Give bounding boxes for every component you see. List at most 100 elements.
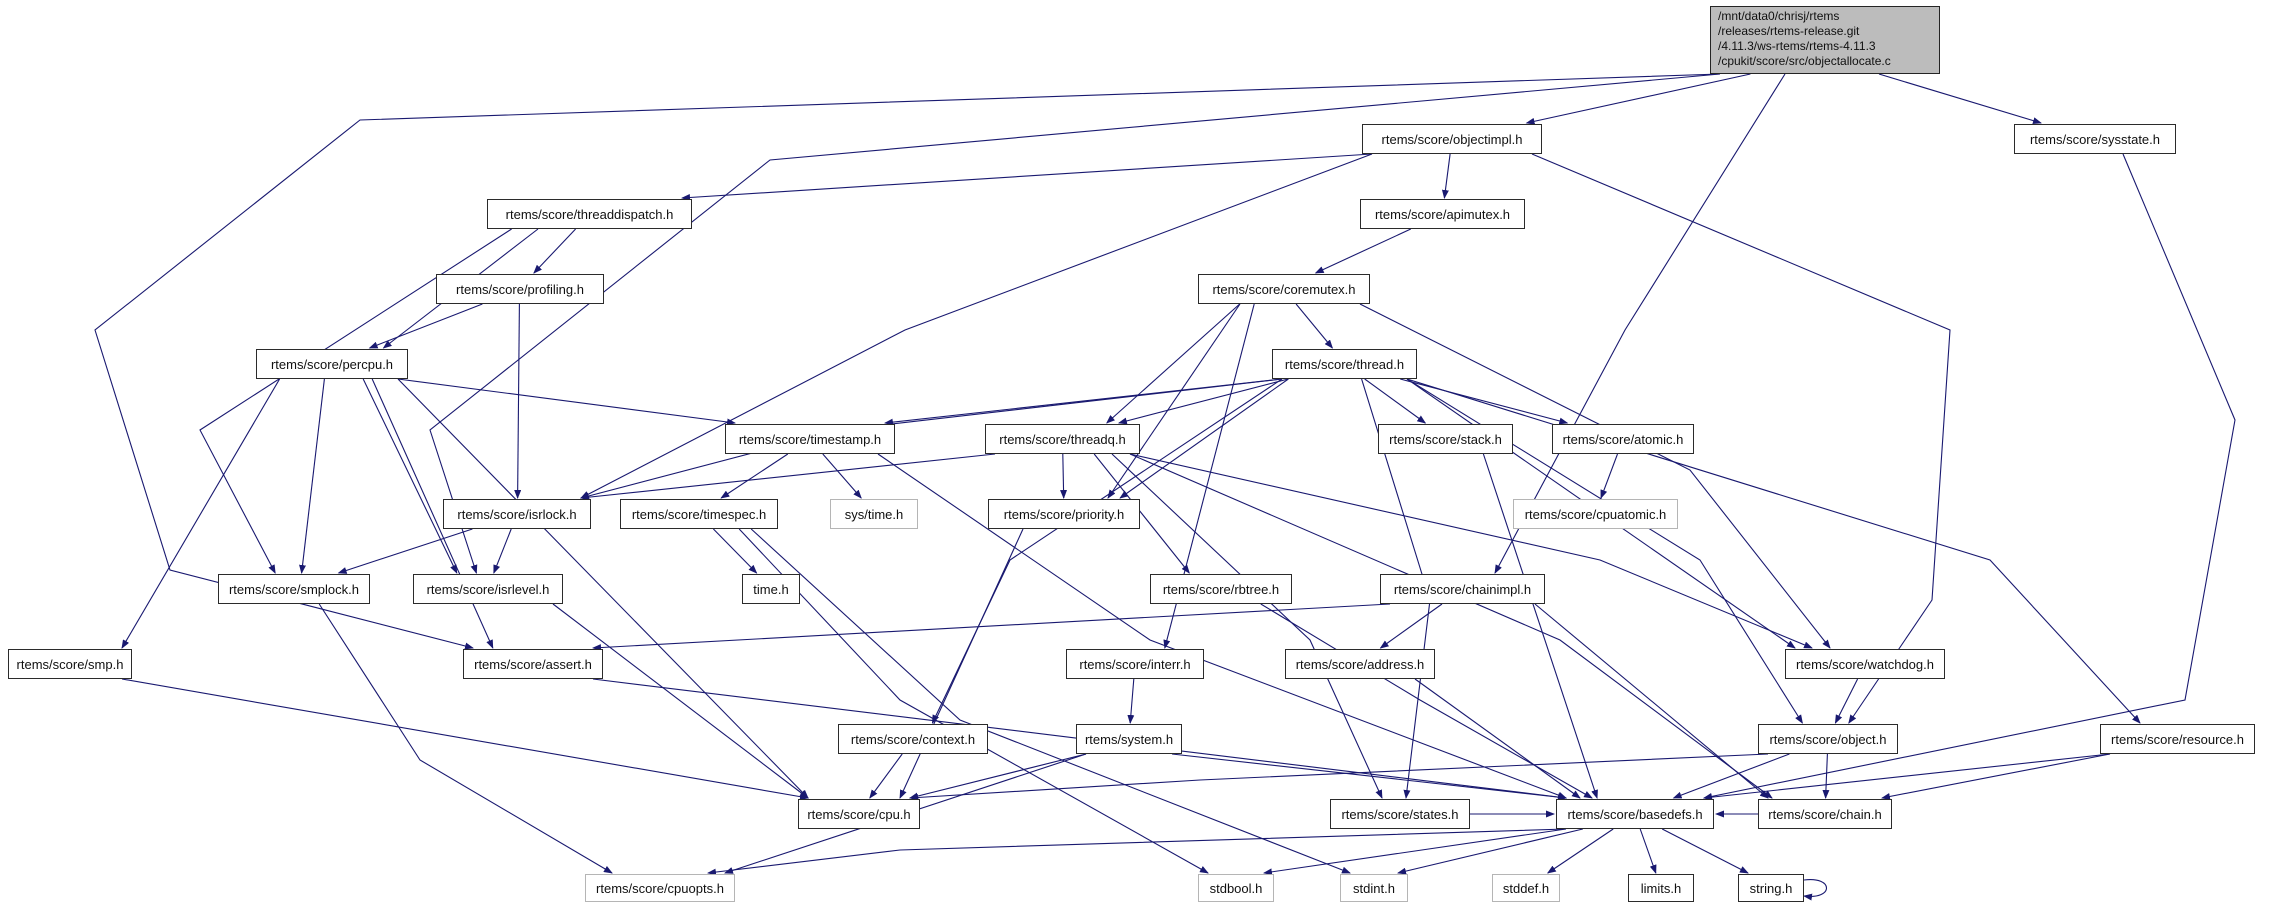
edge-objectimpl-to-threaddispatch — [681, 153, 1373, 201]
edge-thread-to-priority — [1119, 378, 1289, 499]
edge-root-to-chainimpl — [1494, 73, 1786, 574]
node-cpu[interactable]: rtems/score/cpu.h — [798, 799, 920, 829]
edge-threadq-to-priority — [1060, 453, 1068, 499]
edge-context-to-cpu — [869, 753, 903, 799]
node-cpuatomic: rtems/score/cpuatomic.h — [1513, 499, 1678, 529]
edge-timespec-to-stdint — [750, 528, 1351, 874]
edge-interr-to-system — [1127, 678, 1135, 724]
edge-isrlevel-to-cpu — [552, 603, 809, 799]
node-assert[interactable]: rtems/score/assert.h — [463, 649, 603, 679]
node-isrlevel[interactable]: rtems/score/isrlevel.h — [413, 574, 563, 604]
node-address[interactable]: rtems/score/address.h — [1285, 649, 1435, 679]
node-threaddispatch[interactable]: rtems/score/threaddispatch.h — [487, 199, 692, 229]
edge-chainimpl-to-chain — [1534, 603, 1769, 799]
edge-root-to-objectimpl — [1525, 73, 1751, 125]
node-object[interactable]: rtems/score/object.h — [1758, 724, 1898, 754]
node-rbtree[interactable]: rtems/score/rbtree.h — [1150, 574, 1292, 604]
node-profiling[interactable]: rtems/score/profiling.h — [436, 274, 604, 304]
node-time_h: time.h — [742, 574, 800, 604]
node-coremutex[interactable]: rtems/score/coremutex.h — [1198, 274, 1370, 304]
node-thread[interactable]: rtems/score/thread.h — [1272, 349, 1417, 379]
node-objectimpl[interactable]: rtems/score/objectimpl.h — [1362, 124, 1542, 154]
node-states[interactable]: rtems/score/states.h — [1330, 799, 1470, 829]
node-stddef: stddef.h — [1492, 874, 1560, 902]
edge-system-to-cpu — [909, 753, 1087, 800]
node-cpuopts: rtems/score/cpuopts.h — [585, 874, 735, 902]
edge-threadq-to-isrlock — [580, 453, 996, 501]
edge-priority-to-cpu — [899, 528, 1024, 799]
edge-threadq-to-chain — [1129, 453, 1773, 799]
node-timestamp[interactable]: rtems/score/timestamp.h — [725, 424, 895, 454]
edge-thread-to-stack — [1364, 378, 1427, 424]
edge-timestamp-to-basedefs — [877, 453, 1567, 799]
node-basedefs[interactable]: rtems/score/basedefs.h — [1556, 799, 1714, 829]
edge-thread-to-threadq — [1117, 378, 1289, 425]
edge-threadq-to-states — [1111, 453, 1383, 799]
edge-percpu-to-smp — [121, 378, 281, 649]
edge-thread-to-context — [931, 378, 1283, 724]
node-limits: limits.h — [1628, 874, 1694, 902]
edge-chainimpl-to-assert — [592, 603, 1391, 652]
node-interr[interactable]: rtems/score/interr.h — [1066, 649, 1204, 679]
node-sys_time: sys/time.h — [830, 499, 918, 529]
node-root: /mnt/data0/chrisj/rtems /releases/rtems-… — [1710, 6, 1940, 74]
edge-basedefs-to-stddef — [1546, 828, 1614, 874]
edge-percpu-to-cpu — [397, 378, 809, 799]
edge-atomic-to-cpuatomic — [1600, 453, 1619, 499]
node-sysstate[interactable]: rtems/score/sysstate.h — [2014, 124, 2176, 154]
node-smp[interactable]: rtems/score/smp.h — [8, 649, 132, 679]
edge-system-to-basedefs — [1171, 753, 1567, 801]
edge-timestamp-to-sys_time — [822, 453, 862, 499]
edge-resource-to-chain — [1881, 753, 2111, 800]
edge-isrlock-to-isrlevel — [493, 528, 512, 574]
node-chainimpl[interactable]: rtems/score/chainimpl.h — [1380, 574, 1545, 604]
edge-isrlock-to-smplock — [337, 528, 473, 574]
node-context[interactable]: rtems/score/context.h — [838, 724, 988, 754]
edge-thread-to-timestamp — [884, 378, 1283, 426]
edge-basedefs-to-cpuopts — [707, 828, 1567, 876]
node-watchdog[interactable]: rtems/score/watchdog.h — [1785, 649, 1945, 679]
node-system[interactable]: rtems/system.h — [1076, 724, 1182, 754]
node-stack[interactable]: rtems/score/stack.h — [1378, 424, 1513, 454]
edge-coremutex-to-threadq — [1106, 303, 1241, 424]
edge-smplock-to-cpuopts — [318, 603, 613, 874]
node-timespec[interactable]: rtems/score/timespec.h — [620, 499, 778, 529]
edge-coremutex-to-watchdog — [1359, 303, 1831, 649]
edge-percpu-to-timestamp — [397, 378, 736, 426]
edge-resource-to-basedefs — [1703, 753, 2111, 801]
edge-objectimpl-to-apimutex — [1441, 153, 1451, 199]
edge-address-to-basedefs — [1414, 678, 1581, 799]
node-stdint: stdint.h — [1340, 874, 1408, 902]
node-threadq[interactable]: rtems/score/threadq.h — [985, 424, 1140, 454]
node-smplock[interactable]: rtems/score/smplock.h — [218, 574, 370, 604]
edge-smp-to-cpu — [121, 678, 809, 801]
edge-threadq-to-rbtree — [1093, 453, 1190, 574]
edge-threadq-to-watchdog — [1129, 453, 1813, 649]
edge-threaddispatch-to-smplock — [199, 228, 512, 574]
edge-basedefs-to-string — [1661, 828, 1749, 874]
edge-object-to-cpu — [909, 753, 1769, 801]
node-resource[interactable]: rtems/score/resource.h — [2100, 724, 2255, 754]
edge-threaddispatch-to-profiling — [533, 228, 576, 274]
edge-profiling-to-percpu — [368, 303, 483, 349]
edge-basedefs-to-stdbool — [1263, 828, 1567, 876]
node-percpu[interactable]: rtems/score/percpu.h — [256, 349, 408, 379]
node-isrlock[interactable]: rtems/score/isrlock.h — [443, 499, 591, 529]
edge-stack-to-basedefs — [1482, 453, 1598, 799]
edge-watchdog-to-object — [1834, 678, 1859, 724]
node-atomic[interactable]: rtems/score/atomic.h — [1552, 424, 1694, 454]
edge-coremutex-to-priority — [1107, 303, 1241, 499]
node-chain[interactable]: rtems/score/chain.h — [1758, 799, 1892, 829]
node-string: string.h — [1738, 874, 1804, 902]
edge-coremutex-to-thread — [1295, 303, 1334, 349]
edge-basedefs-to-limits — [1639, 828, 1657, 874]
node-stdbool: stdbool.h — [1198, 874, 1274, 902]
edge-sysstate-to-basedefs — [1703, 153, 2236, 800]
node-priority[interactable]: rtems/score/priority.h — [988, 499, 1140, 529]
edge-object-to-basedefs — [1672, 753, 1790, 799]
edge-apimutex-to-coremutex — [1314, 228, 1412, 274]
edge-objectimpl-to-isrlock — [580, 153, 1373, 499]
edge-percpu-to-isrlevel — [362, 378, 458, 574]
node-apimutex[interactable]: rtems/score/apimutex.h — [1360, 199, 1525, 229]
